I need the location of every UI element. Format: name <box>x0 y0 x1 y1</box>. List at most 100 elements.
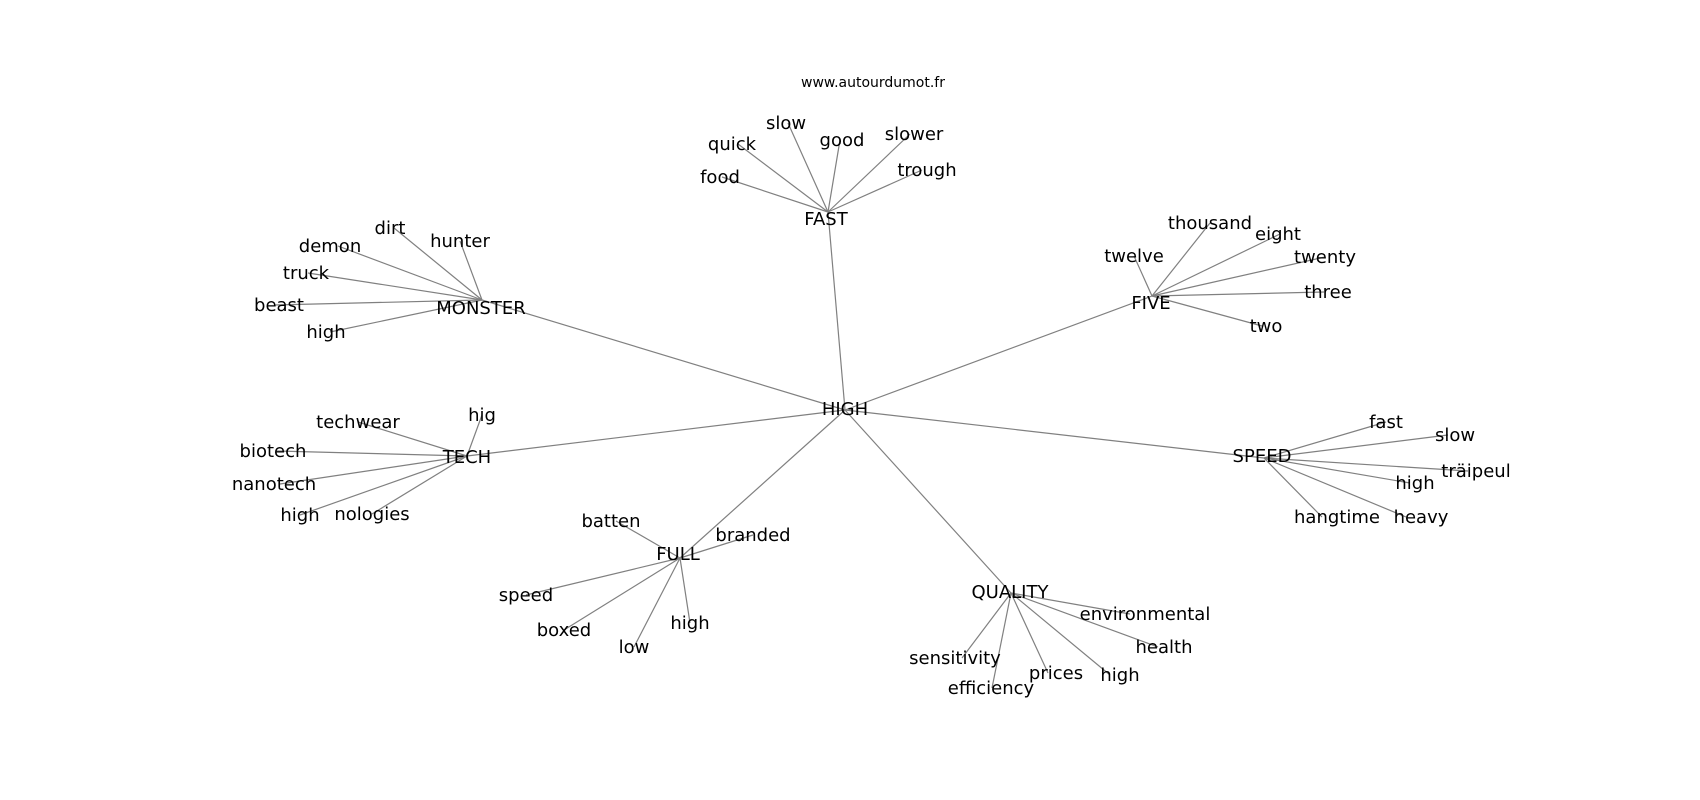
center-word: HIGH <box>822 399 868 420</box>
leaf-word: beast <box>254 295 304 316</box>
leaf-word: three <box>1304 282 1352 303</box>
leaf-word: batten <box>581 511 640 532</box>
source-url: www.autourdumot.fr <box>801 75 945 91</box>
edge-monster-to-leaf <box>273 299 483 306</box>
leaf-word: high <box>1395 473 1434 494</box>
leaf-word: twelve <box>1104 246 1164 267</box>
cluster-word-full: FULL <box>656 544 700 565</box>
edge-speed-to-leaf <box>1263 457 1323 518</box>
edge-full-to-leaf <box>679 557 691 624</box>
nodes-layer: FAST food quick slow good slower troughMONSTER… <box>232 113 1511 699</box>
leaf-word: nologies <box>334 504 409 525</box>
leaf-word: heavy <box>1394 507 1449 528</box>
leaf-word: high <box>306 322 345 343</box>
edge-monster-to-leaf <box>337 245 483 301</box>
edge-monster-to-leaf <box>393 227 483 301</box>
edge-quality-to-leaf <box>1010 592 1159 648</box>
leaf-word: trough <box>897 160 956 181</box>
edge-fast-to-leaf <box>787 122 829 213</box>
leaf-word: food <box>700 167 740 188</box>
leaf-word: demon <box>299 236 361 257</box>
leaf-word: fast <box>1369 412 1403 433</box>
leaf-word: speed <box>499 585 553 606</box>
leaf-word: dirt <box>375 218 406 239</box>
edge-five-to-leaf <box>1151 295 1263 327</box>
cluster-word-tech: TECH <box>442 447 491 468</box>
edge-center-to-fast <box>827 211 846 411</box>
leaf-word: branded <box>715 525 790 546</box>
edge-five-to-leaf <box>1151 233 1281 297</box>
edge-fast-to-leaf <box>827 133 911 213</box>
leaf-word: low <box>619 637 650 658</box>
edge-center-to-quality <box>844 409 1012 594</box>
leaf-word: environmental <box>1080 604 1211 625</box>
leaf-word: hunter <box>430 231 490 252</box>
leaf-word: high <box>1100 665 1139 686</box>
edge-five-to-leaf <box>1151 256 1326 297</box>
edge-fast-to-leaf <box>721 176 829 213</box>
cluster-word-speed: SPEED <box>1233 446 1292 467</box>
edge-monster-to-leaf <box>329 299 483 333</box>
leaf-word: hig <box>468 405 496 426</box>
edge-quality-to-leaf <box>991 592 1012 689</box>
edge-center-to-tech <box>466 409 846 457</box>
edge-full-to-leaf <box>679 534 754 559</box>
edge-center-to-speed <box>844 409 1265 459</box>
leaf-word: biotech <box>240 441 307 462</box>
leaf-word: high <box>670 613 709 634</box>
leaf-word: high <box>280 505 319 526</box>
edge-speed-to-leaf <box>1263 421 1387 459</box>
edge-quality-to-leaf <box>1010 592 1131 615</box>
edge-fast-to-leaf <box>737 143 829 213</box>
edge-tech-to-leaf <box>371 455 468 515</box>
edge-quality-to-leaf <box>961 592 1012 659</box>
leaf-word: boxed <box>537 620 591 641</box>
edge-full-to-leaf <box>525 557 681 596</box>
leaf-word: sensitivity <box>909 648 1001 669</box>
edge-tech-to-leaf <box>299 455 468 516</box>
leaf-word: efficiency <box>948 678 1035 699</box>
edge-speed-to-leaf <box>1263 434 1449 459</box>
edge-full-to-leaf <box>563 557 681 631</box>
leaf-word: eight <box>1255 224 1301 245</box>
leaf-word: slower <box>885 124 944 145</box>
edge-five-to-leaf <box>1151 222 1211 297</box>
edge-five-to-leaf <box>1133 255 1153 297</box>
edge-tech-to-leaf <box>279 455 468 485</box>
edge-speed-to-leaf <box>1263 457 1411 484</box>
leaf-word: truck <box>283 263 330 284</box>
leaf-word: techwear <box>316 412 400 433</box>
edge-quality-to-leaf <box>1010 592 1111 676</box>
leaf-word: hangtime <box>1294 507 1380 528</box>
edge-quality-to-leaf <box>1010 592 1049 674</box>
leaf-word: health <box>1136 637 1193 658</box>
edge-monster-to-leaf <box>459 240 483 301</box>
leaf-word: twenty <box>1294 247 1356 268</box>
edge-five-to-leaf <box>1151 291 1325 297</box>
edge-full-to-leaf <box>615 520 681 559</box>
edge-center-to-monster <box>481 299 846 411</box>
edge-monster-to-leaf <box>307 272 483 301</box>
edge-tech-to-leaf <box>276 450 468 457</box>
cluster-word-monster: MONSTER <box>436 298 525 319</box>
cluster-word-fast: FAST <box>804 209 848 230</box>
leaf-word: prices <box>1029 663 1083 684</box>
edge-fast-to-leaf <box>827 169 923 213</box>
leaf-word: two <box>1250 316 1283 337</box>
edges-layer <box>273 122 1469 689</box>
edge-speed-to-leaf <box>1263 457 1407 518</box>
leaf-word: nanotech <box>232 474 316 495</box>
edge-full-to-leaf <box>633 557 681 648</box>
leaf-word: thousand <box>1168 213 1252 234</box>
leaf-word: quick <box>708 134 757 155</box>
leaf-word: slow <box>766 113 806 134</box>
leaf-word: good <box>820 130 865 151</box>
edge-tech-to-leaf <box>466 414 483 457</box>
cluster-word-five: FIVE <box>1131 293 1170 314</box>
edge-center-to-five <box>844 295 1153 411</box>
edge-center-to-full <box>679 409 846 559</box>
edge-tech-to-leaf <box>357 421 468 457</box>
cluster-word-quality: QUALITY <box>972 582 1050 603</box>
edge-fast-to-leaf <box>827 139 841 213</box>
